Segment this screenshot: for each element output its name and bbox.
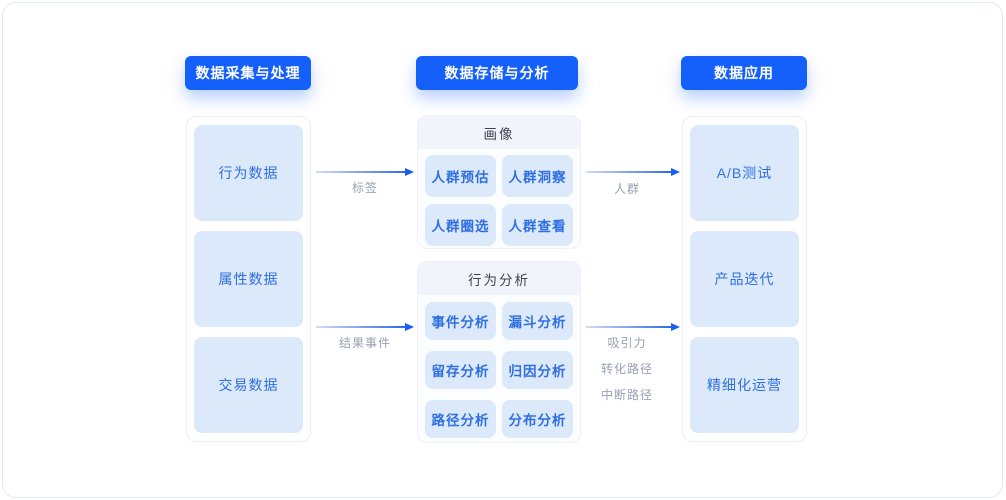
collection-container: 行为数据 属性数据 交易数据 [186,116,311,442]
profile-section-title: 画像 [418,116,580,149]
arrow-paths [586,322,680,332]
arrow-crowd-label: 人群 [613,182,640,196]
behavior-analysis-card: 行为分析 事件分析 漏斗分析 留存分析 归因分析 路径分析 分布分析 [417,261,581,443]
label-interruption-path: 中断路径 [600,388,653,402]
chip-crowd-estimate: 人群预估 [425,155,496,197]
box-attribute-data: 属性数据 [194,231,303,327]
arrow-crowd [586,167,680,177]
box-product-iteration: 产品迭代 [690,231,799,327]
arrow-line [586,171,671,173]
chip-crowd-insight: 人群洞察 [502,155,573,197]
header-data-application: 数据应用 [681,56,807,90]
application-container: A/B测试 产品迭代 精细化运营 [682,116,807,442]
header-data-collection: 数据采集与处理 [185,56,311,90]
arrow-result-event-label: 结果事件 [338,336,391,350]
chip-path-analysis: 路径分析 [425,400,496,438]
box-transaction-data: 交易数据 [194,337,303,433]
arrow-head-icon [405,323,414,331]
behavior-chip-grid: 事件分析 漏斗分析 留存分析 归因分析 路径分析 分布分析 [418,295,580,442]
arrow-tags [316,167,414,177]
box-refined-operation: 精细化运营 [690,337,799,433]
arrow-head-icon [405,168,414,176]
box-behavior-data: 行为数据 [194,125,303,221]
header-data-storage-analysis: 数据存储与分析 [416,56,578,90]
arrow-line [316,326,405,328]
profile-chip-grid: 人群预估 人群洞察 人群圈选 人群查看 [418,149,580,248]
chip-crowd-view: 人群查看 [502,204,573,246]
chip-event-analysis: 事件分析 [425,302,496,340]
arrow-result-event [316,322,414,332]
chip-distribution-analysis: 分布分析 [502,400,573,438]
arrow-line [316,171,405,173]
chip-funnel-analysis: 漏斗分析 [502,302,573,340]
behavior-analysis-title: 行为分析 [418,262,580,295]
chip-crowd-select: 人群圈选 [425,204,496,246]
arrow-head-icon [671,168,680,176]
profile-section-card: 画像 人群预估 人群洞察 人群圈选 人群查看 [417,115,581,249]
chip-attribution-analysis: 归因分析 [502,351,573,389]
arrow-head-icon [671,323,680,331]
chip-retention-analysis: 留存分析 [425,351,496,389]
arrow-tags-label: 标签 [351,181,378,195]
label-attraction: 吸引力 [607,336,647,350]
box-ab-test: A/B测试 [690,125,799,221]
arrow-paths-labels: 吸引力 转化路径 中断路径 [580,336,674,402]
label-conversion-path: 转化路径 [600,362,653,376]
arrow-line [586,326,671,328]
